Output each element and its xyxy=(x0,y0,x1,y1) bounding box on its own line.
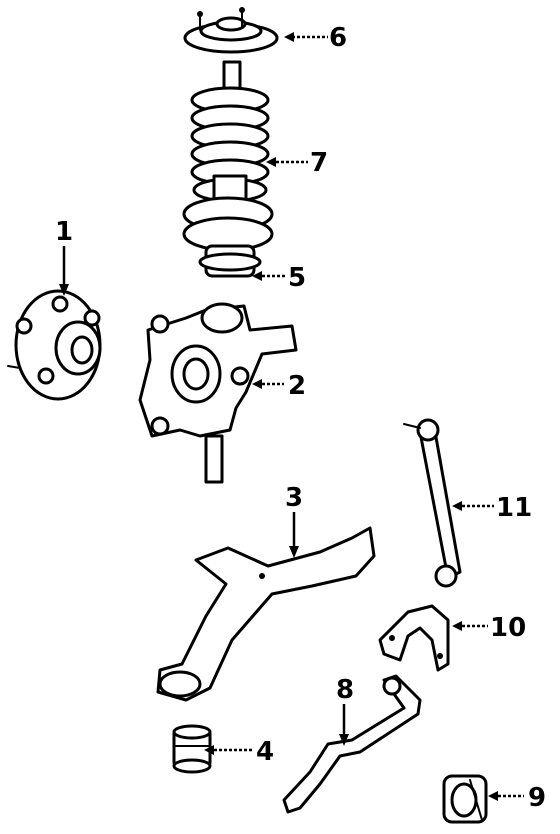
callout-5: 5 xyxy=(288,263,306,293)
callout-1: 1 xyxy=(55,217,73,247)
strut-part xyxy=(198,244,262,278)
callout-3: 3 xyxy=(285,483,303,513)
callout-2: 2 xyxy=(288,371,306,401)
coil-spring-part xyxy=(182,60,274,252)
stabilizer-link-part xyxy=(403,418,462,588)
lower-control-arm-part xyxy=(156,526,376,702)
callout-8: 8 xyxy=(336,675,354,705)
knuckle-part xyxy=(138,302,298,484)
hub-part xyxy=(7,289,102,401)
control-arm-bushing-part xyxy=(172,724,212,774)
callout-10: 10 xyxy=(490,613,526,643)
stabilizer-bar-bushing-part xyxy=(442,774,488,824)
callout-6: 6 xyxy=(329,23,347,53)
callout-labels: 6 7 5 1 2 3 4 8 9 10 11 xyxy=(55,23,546,813)
callout-4: 4 xyxy=(256,737,274,767)
callout-9: 9 xyxy=(528,783,546,813)
callout-11: 11 xyxy=(496,493,532,523)
bushing-bracket-part xyxy=(378,604,450,672)
strut-mount-part xyxy=(183,7,279,54)
leader-lines xyxy=(59,32,524,801)
callout-7: 7 xyxy=(310,148,328,178)
